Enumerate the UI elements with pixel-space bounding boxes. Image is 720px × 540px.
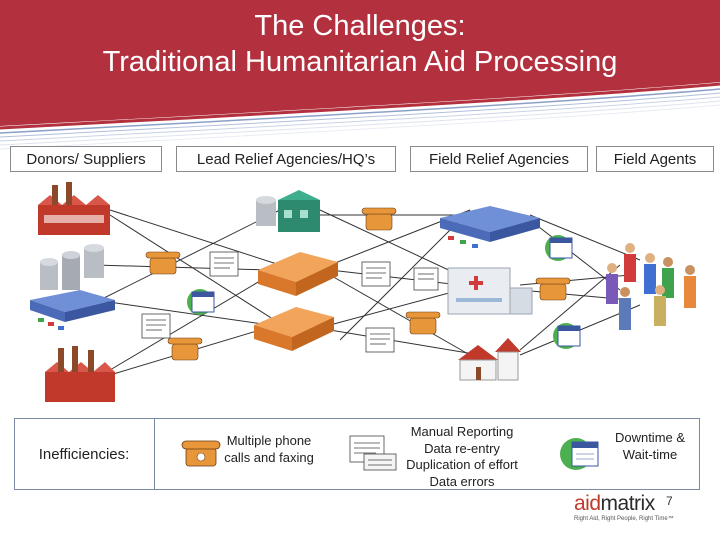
logo-wordmark: aidmatrix <box>574 493 674 515</box>
inefficiencies-box <box>14 418 700 490</box>
phone-text-line-2: calls and faxing <box>224 449 314 465</box>
phone-inefficiency-text: Multiple phone calls and faxing <box>214 433 324 466</box>
column-label-lead-agencies: Lead Relief Agencies/HQ’s <box>176 146 396 172</box>
column-label-donors: Donors/ Suppliers <box>10 146 162 172</box>
datacenter-icon <box>30 290 115 330</box>
inefficiencies-divider <box>154 418 155 490</box>
warehouse-icon <box>254 307 334 351</box>
phone-text-line-1: Multiple phone <box>226 433 312 448</box>
phone-icon <box>405 311 441 335</box>
inefficiencies-label: Inefficiencies: <box>38 445 130 463</box>
reporting-text-line-2: Data re-entry <box>424 440 500 456</box>
header-background <box>0 0 720 150</box>
title-line-1: The Challenges: <box>254 10 466 42</box>
datacenter-icon <box>440 206 540 248</box>
silo-icon <box>256 196 276 226</box>
downtime-text-line-1: Downtime & <box>614 430 686 445</box>
logo-matrix: matrix <box>600 492 656 515</box>
calendar-icon <box>187 289 215 315</box>
column-label-field-agents: Field Agents <box>596 146 714 172</box>
datacenter-icon <box>278 190 320 232</box>
phone-icon <box>167 337 203 361</box>
downtime-text-line-2: Wait-time <box>622 446 678 462</box>
reporting-text-line-1: Manual Reporting <box>410 424 514 439</box>
fax-icon <box>361 261 391 287</box>
calendar-icon <box>553 323 581 349</box>
reporting-text-line-3: Duplication of effort <box>406 457 518 472</box>
church-icon <box>458 338 521 381</box>
phone-icon <box>145 251 181 275</box>
page-number: 7 <box>666 494 673 508</box>
hospital-icon <box>447 267 533 315</box>
phone-icon <box>535 277 571 301</box>
fax-icon <box>349 435 397 471</box>
silo-icon <box>40 244 104 290</box>
aidmatrix-logo: aidmatrix Right Aid, Right People, Right… <box>574 493 674 523</box>
calendar-icon <box>560 438 599 470</box>
aid-flow-diagram <box>30 182 696 402</box>
logo-aid: aid <box>574 492 601 515</box>
factory-icon <box>38 182 110 235</box>
reporting-inefficiency-text: Manual Reporting Data re-entry Duplicati… <box>396 424 528 490</box>
title-line-2: Traditional Humanitarian Aid Processing <box>102 46 618 78</box>
fax-icon <box>209 251 239 277</box>
downtime-inefficiency-text: Downtime & Wait-time <box>602 430 698 463</box>
column-label-field-agencies: Field Relief Agencies <box>410 146 588 172</box>
phone-icon <box>361 207 397 231</box>
logo-tagline: Right Aid, Right People, Right Time™ <box>574 516 674 522</box>
reporting-text-line-4: Data errors <box>429 473 495 489</box>
fax-icon <box>141 313 171 339</box>
phone-icon <box>181 440 221 467</box>
warehouse-icon <box>258 252 338 296</box>
people-icon <box>606 243 696 330</box>
slide-header <box>0 0 720 150</box>
calendar-icon <box>545 235 573 261</box>
slide-title: The Challenges: Traditional Humanitarian… <box>0 8 720 80</box>
factory-icon <box>45 346 115 402</box>
fax-icon <box>365 327 395 353</box>
fax-icon <box>413 267 439 291</box>
